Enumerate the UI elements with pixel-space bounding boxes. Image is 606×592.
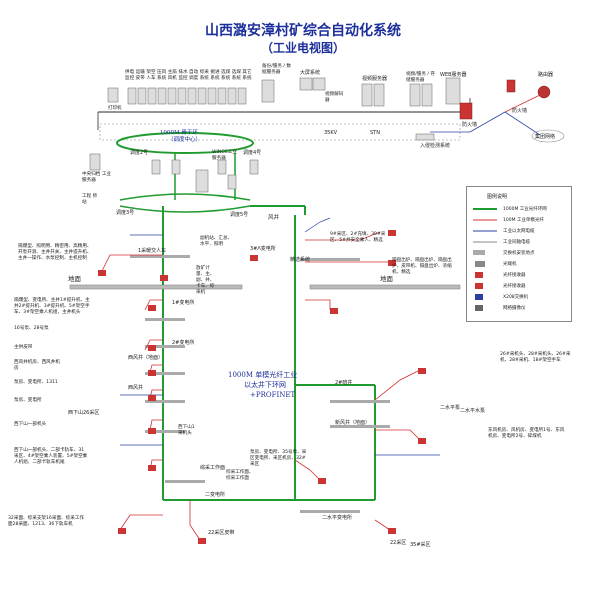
annotation-a6: 泵房、变电所、1311: [14, 380, 58, 385]
system-columns: 供电 运输 架空 压风 主扇 排水 自动 综采 掘进 选煤 选煤 其它 监控 皮…: [125, 70, 252, 81]
web-server-label: WEB服务器: [440, 72, 467, 78]
under-ring-l2: 以太井下环网: [244, 381, 286, 389]
legend-item-4: 交换机安装地点: [503, 251, 535, 256]
node-east2: 2#暗井: [335, 380, 353, 386]
legend-item-1: 100M 工业单模光纤: [503, 218, 544, 223]
legend-item-9: 网络摄像仪: [503, 306, 526, 311]
legend: 图例说明 1000M 工业光纤环网 100M 工业单模光纤 工业以太网电缆 工业…: [466, 186, 572, 322]
node-sub2: 2#变电所: [172, 340, 195, 346]
kv-label: 35KV: [324, 130, 338, 136]
dispatch-4-label: 调度4号: [243, 150, 262, 156]
node-sub-east: 二水平变电所: [322, 515, 353, 521]
router-label: 路由器: [538, 72, 554, 78]
node-caimei: 综采工作面: [200, 465, 226, 471]
annotation-a12: 放矿计量、主、副、井、卡车、综采机: [196, 266, 215, 295]
legend-item-6: 光纤接收器: [503, 273, 526, 278]
ring-label: 1000M 骨干环: [160, 130, 198, 136]
node-pump22: 二水平泵: [440, 405, 461, 411]
annotation-a1: 隔爆型、照明用、精密用、高精用、开泵开测、主井开关、主井提升机、主井一操作、水泵…: [18, 244, 92, 261]
big-screen-label: 大屏系统: [300, 70, 321, 76]
enterprise-net-label: 集团网络: [535, 134, 556, 140]
node-feng-jing: 风井: [268, 215, 280, 221]
legend-item-8: X208交换机: [503, 295, 529, 300]
annotation-a14: 隔盘出炉、隔盘出炉、隔盘出炉、皮带机、隔盘出炉、浓缩机、精选: [392, 258, 452, 275]
node-xifeng-2: 西风井: [128, 385, 144, 391]
legend-item-5: 光端机: [503, 262, 517, 267]
node-jiao-jiao: 1采暖交人车: [138, 248, 167, 254]
annotation-a8: 西下山一部机头: [14, 422, 47, 427]
node-sub1: 1#变电所: [172, 300, 195, 306]
annotation-a15: 26#采机头、28#采机头、26#采机、28#采机、18#架空手车: [500, 352, 571, 363]
node-xi26: 西下山26采区: [68, 410, 100, 416]
legend-title: 图例说明: [487, 194, 508, 200]
video-decoder-label: 视频解码器: [325, 92, 344, 103]
legend-item-0: 1000M 工业光纤环网: [503, 207, 547, 212]
node-sub-big: 二变电所: [205, 492, 226, 498]
legend-swatches: [473, 208, 497, 311]
annotation-a20: 二水平水泵: [460, 408, 486, 414]
printer-label: 打印机: [108, 106, 122, 111]
annotation-a7: 泵房、变电所: [14, 398, 42, 403]
under-ring-l3: +PROFINET: [250, 391, 296, 399]
annotation-a3: 16号泵、28号泵: [14, 326, 49, 331]
wincc-label: WINCC工业 服务器: [212, 150, 237, 161]
stn-label: STN: [370, 130, 380, 136]
legend-item-3: 工业同轴电缆: [503, 240, 530, 245]
intrusion-detect-label: 入侵检测系统: [420, 143, 451, 149]
annotation-a19: 综采工作面、综采工作面: [226, 470, 254, 481]
node-xifeng: 西风井（地面）: [128, 355, 164, 361]
legend-item-7: 光纤接收器: [503, 284, 526, 289]
node-dian-tou: 新风井（地面）: [335, 420, 371, 426]
ground-left: 地面: [68, 275, 81, 283]
dispatch-3-label: 调度3号: [116, 210, 135, 216]
annotation-a17: 东风机房、风机房、变电所1号、东风机房、变电所2号、碎煤机: [488, 428, 565, 439]
annotation-a5: 西风井机房、西风井机房: [14, 360, 60, 371]
col-row1: 供电: [125, 70, 135, 75]
node-hub22: 22采区皮带: [208, 530, 235, 536]
annotation-a13: 9#采区、2#充填、39#采区、5#井安全乘人、精选: [330, 232, 386, 243]
under-ring-l1: 1000M 单模光纤工业: [228, 371, 298, 379]
firewall-label: 防火墙: [512, 108, 528, 114]
annotation-a2: 隔爆型、变电所、主井1#提升机、主井2#提升机、3#提升机、5#架空手车、3#架…: [14, 298, 90, 315]
annotation-a9: 西下山一部机头、二部卡轨车、31采区、4#架空乘人装置、5#架空乘人机组、二部卡…: [14, 448, 88, 465]
diagram-subtitle: （工业电视图）: [260, 41, 345, 55]
annotation-a4: 主供皮带: [14, 345, 33, 350]
annotation-a11: 副机站、汇总、水平、照明: [200, 236, 233, 247]
node-xuan-mei: 精选系统: [290, 257, 311, 263]
node-chuan-zhan: 3#Λ变电所: [250, 246, 276, 252]
firewall-label-2: 防火墙: [462, 122, 478, 128]
dispatch-5-label: 调度5号: [230, 212, 249, 218]
diagram-title: 山西潞安漳村矿综合自动化系统: [205, 23, 401, 39]
archive-server-label: 中央归档 工业服务器: [82, 172, 112, 183]
node-shan3: 西下山1 采机头: [178, 425, 195, 436]
annotation-a18: 泵房、变电所、35号泵、采区变电所、采区机房、32#采区: [250, 450, 307, 467]
node-pump-room: 22采区: [390, 540, 407, 546]
ring-sublabel: （调度中心）: [168, 137, 202, 143]
annotation-a10: 32采面、综采支架16采面、综采工作面28采面、1213、36下轨车机: [8, 516, 85, 527]
dispatch-2-label: 调度2号: [130, 150, 149, 156]
video-storage-label: 视频/服务 / 存储服务器: [406, 72, 435, 83]
annotation-a21: 35#采区: [410, 542, 431, 548]
backup-server-label: 备份/服务 / 数据服务器: [262, 64, 291, 75]
workstation-label: 工程 师站: [82, 194, 98, 205]
legend-item-2: 工业以太网电缆: [503, 229, 535, 234]
video-server-label: 视频服务器: [362, 76, 388, 82]
ground-right: 地面: [380, 275, 393, 283]
